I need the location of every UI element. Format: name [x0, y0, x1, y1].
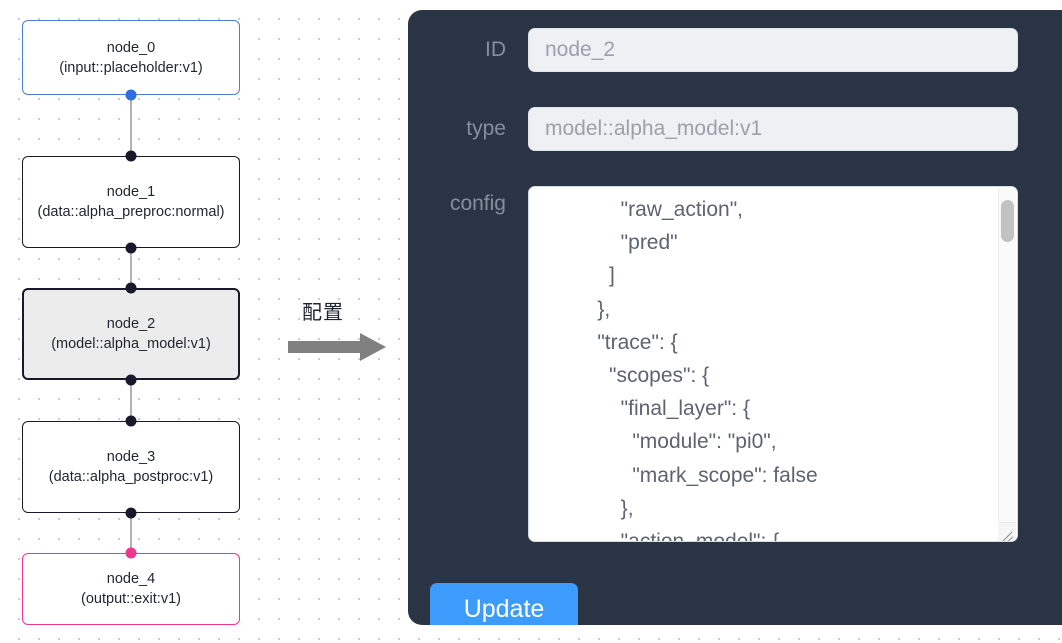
- node-label: node_2(model::alpha_model:v1): [51, 316, 211, 352]
- graph-node-node_0[interactable]: node_0(input::placeholder:v1): [22, 20, 240, 95]
- graph-node-node_1[interactable]: node_1(data::alpha_preproc:normal): [22, 156, 240, 248]
- id-input[interactable]: node_2: [528, 28, 1018, 72]
- graph-node-node_4[interactable]: node_4(output::exit:v1): [22, 553, 240, 625]
- type-label: type: [466, 117, 506, 140]
- node-handle-target-node_2[interactable]: [125, 282, 137, 294]
- node-label: node_0(input::placeholder:v1): [59, 39, 203, 76]
- config-scrollbar[interactable]: [998, 188, 1016, 541]
- edge-node2-node3[interactable]: [130, 380, 132, 421]
- config-label: config: [449, 192, 506, 215]
- node-label: node_1(data::alpha_preproc:normal): [37, 184, 225, 220]
- graph-node-node_3[interactable]: node_3(data::alpha_postproc:v1): [22, 421, 240, 513]
- config-textarea-text[interactable]: "raw_action", "pred" ] }, "trace": { "sc…: [597, 198, 818, 541]
- node-handle-target-node_1[interactable]: [125, 150, 137, 162]
- node-handle-target-node_4[interactable]: [125, 547, 137, 559]
- edge-node0-node1[interactable]: [130, 95, 132, 156]
- edge-node1-node2[interactable]: [130, 248, 132, 288]
- right-arrow-icon: [288, 332, 388, 367]
- type-input[interactable]: model::alpha_model:v1: [528, 107, 1018, 151]
- node-handle-source-node_2[interactable]: [125, 374, 137, 386]
- resize-handle-icon[interactable]: [998, 522, 1016, 541]
- field-row-config: config "raw_action", "pred" ] }, "trace"…: [408, 186, 1018, 542]
- node-handle-source-node_0[interactable]: [125, 89, 137, 101]
- field-row-id: ID node_2: [408, 28, 1018, 72]
- update-button[interactable]: Update: [430, 583, 578, 625]
- annotation-label: 配置: [302, 300, 344, 324]
- node-label: node_3(data::alpha_postproc:v1): [48, 449, 214, 485]
- node-label: node_4(output::exit:v1): [81, 571, 181, 607]
- node-handle-source-node_1[interactable]: [125, 242, 137, 254]
- field-row-type: type model::alpha_model:v1: [408, 107, 1018, 151]
- node-handle-target-node_3[interactable]: [125, 415, 137, 427]
- edge-node3-node4[interactable]: [130, 513, 132, 553]
- id-label: ID: [485, 38, 506, 61]
- node-handle-source-node_3[interactable]: [125, 507, 137, 519]
- config-textarea[interactable]: "raw_action", "pred" ] }, "trace": { "sc…: [528, 186, 1018, 542]
- node-inspector-panel: ID node_2 type model::alpha_model:v1 con…: [408, 10, 1062, 625]
- config-scrollbar-thumb[interactable]: [1001, 200, 1014, 242]
- graph-node-node_2[interactable]: node_2(model::alpha_model:v1): [22, 288, 240, 380]
- annotation-group: 配置: [288, 296, 398, 364]
